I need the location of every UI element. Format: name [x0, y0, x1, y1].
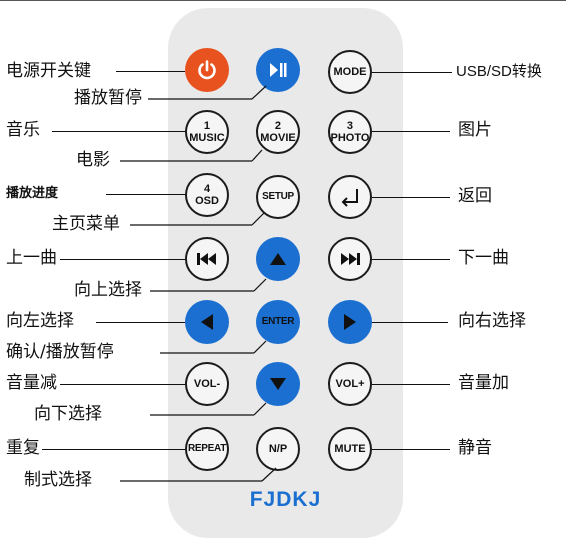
right-button[interactable] — [328, 300, 372, 344]
play-pause-icon — [270, 63, 287, 77]
previous-track-button[interactable] — [185, 237, 229, 281]
label-return: 返回 — [458, 186, 492, 206]
mode-button-label: MODE — [333, 65, 367, 78]
enter-button-label: ENTER — [261, 316, 295, 327]
volume-down-button[interactable]: VOL- — [185, 362, 229, 406]
volume-down-label: VOL- — [193, 377, 221, 390]
music-button-number: 1 — [203, 119, 211, 132]
left-button[interactable] — [185, 300, 229, 344]
mode-button[interactable]: MODE — [328, 50, 372, 94]
down-button[interactable] — [256, 362, 300, 406]
top-border-line — [0, 0, 566, 1]
brand-logo: FJDKJ — [249, 488, 322, 511]
label-osd: 播放进度 — [6, 186, 59, 201]
label-prev: 上一曲 — [6, 248, 57, 268]
leader-osd — [106, 194, 185, 195]
label-mute: 静音 — [458, 438, 492, 458]
arrow-right-icon — [344, 314, 356, 330]
mute-button-label: MUTE — [334, 442, 366, 455]
repeat-button-label: REPEAT — [187, 443, 227, 454]
label-photo: 图片 — [458, 120, 492, 140]
leader-repeat — [42, 449, 185, 450]
leader-mode — [372, 72, 452, 73]
leader-left — [96, 322, 185, 323]
music-button-label: MUSIC — [189, 131, 225, 144]
label-repeat: 重复 — [6, 438, 40, 458]
arrow-left-icon — [201, 314, 213, 330]
osd-button[interactable]: 4 OSD — [185, 173, 229, 217]
repeat-button[interactable]: REPEAT — [185, 427, 229, 471]
photo-button-number: 3 — [346, 119, 354, 132]
arrow-down-icon — [270, 378, 286, 390]
movie-button-label: MOVIE — [260, 131, 296, 144]
setup-button-label: SETUP — [262, 191, 294, 202]
volume-up-label: VOL+ — [335, 377, 365, 390]
next-track-icon — [341, 253, 360, 265]
previous-track-icon — [197, 253, 216, 265]
label-music: 音乐 — [6, 120, 40, 140]
label-power: 电源开关键 — [6, 61, 91, 81]
leader-prev — [60, 259, 185, 260]
leader-lines — [120, 85, 277, 482]
play-pause-button[interactable] — [256, 48, 300, 92]
np-button-label: N/P — [268, 442, 288, 455]
label-up: 向上选择 — [74, 280, 142, 300]
leader-return — [372, 197, 450, 198]
label-vol-down: 音量减 — [6, 373, 57, 393]
osd-button-number: 4 — [203, 182, 211, 195]
photo-button[interactable]: 3 PHOTO — [328, 110, 372, 154]
label-right: 向右选择 — [458, 311, 526, 331]
volume-up-button[interactable]: VOL+ — [328, 362, 372, 406]
leader-right — [372, 322, 448, 323]
up-button[interactable] — [256, 237, 300, 281]
music-button[interactable]: 1 MUSIC — [185, 110, 229, 154]
label-movie: 电影 — [76, 150, 110, 170]
movie-button[interactable]: 2 MOVIE — [256, 110, 300, 154]
label-enter: 确认/播放暂停 — [6, 342, 114, 362]
label-down: 向下选择 — [34, 404, 102, 424]
label-next: 下一曲 — [458, 248, 509, 268]
setup-button[interactable]: SETUP — [256, 175, 300, 219]
return-button[interactable] — [328, 175, 372, 219]
leader-next — [372, 259, 450, 260]
np-button[interactable]: N/P — [256, 427, 300, 471]
power-button[interactable] — [185, 48, 229, 92]
leader-mute — [372, 449, 450, 450]
power-icon — [198, 60, 216, 80]
leader-vol-down — [60, 384, 185, 385]
label-mode: USB/SD转换 — [456, 63, 542, 80]
label-vol-up: 音量加 — [458, 373, 509, 393]
next-track-button[interactable] — [328, 237, 372, 281]
mute-button[interactable]: MUTE — [328, 427, 372, 471]
return-icon — [341, 189, 358, 207]
osd-button-label: OSD — [195, 194, 219, 207]
label-play-pause: 播放暂停 — [74, 88, 142, 108]
movie-button-number: 2 — [274, 119, 282, 132]
enter-button[interactable]: ENTER — [256, 300, 300, 344]
label-left: 向左选择 — [6, 311, 74, 331]
leader-vol-up — [372, 384, 450, 385]
arrow-up-icon — [270, 253, 286, 265]
photo-button-label: PHOTO — [330, 131, 370, 144]
leader-power — [116, 71, 185, 72]
label-setup: 主页菜单 — [52, 214, 120, 234]
leader-photo — [372, 131, 450, 132]
label-np: 制式选择 — [24, 470, 92, 490]
leader-music — [52, 131, 185, 132]
